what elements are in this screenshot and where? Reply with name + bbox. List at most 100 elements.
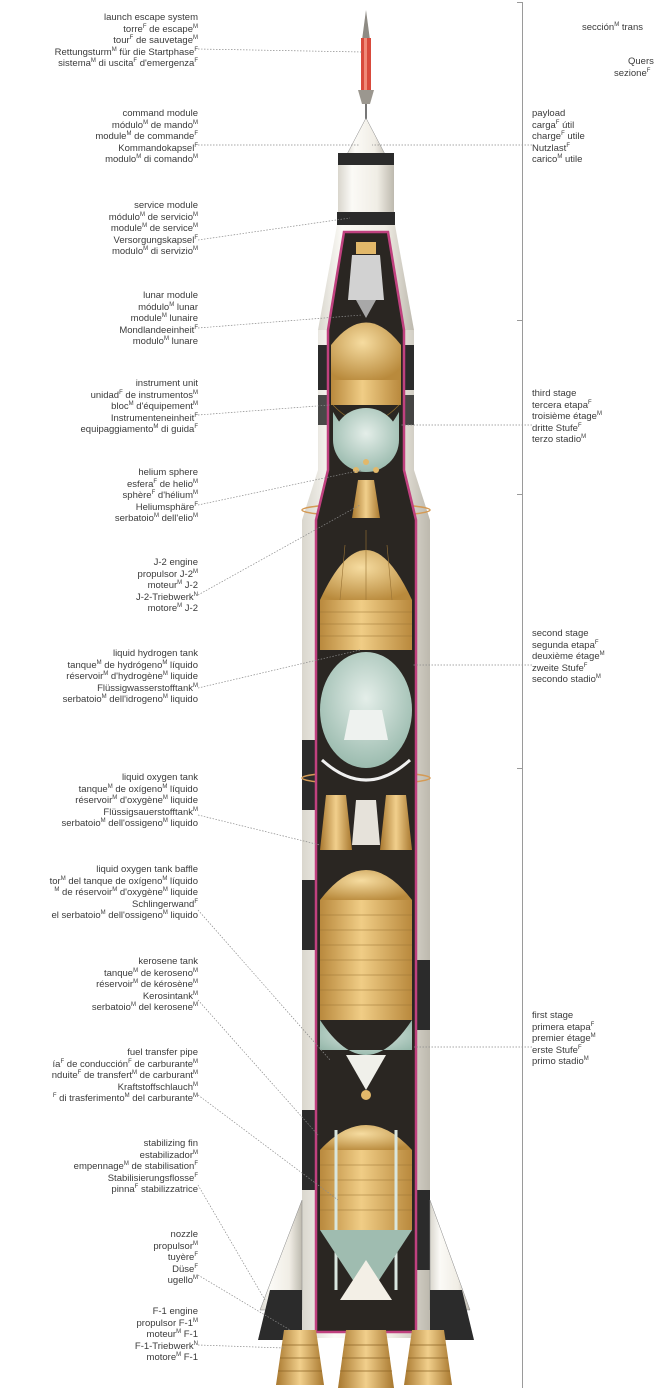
term-text: bloc — [111, 401, 128, 412]
label-line: esferaF de helioM — [115, 479, 198, 491]
term-text: second stage — [532, 628, 589, 639]
gender-marker: M — [193, 967, 198, 973]
gender-marker: M — [193, 1002, 198, 1008]
label-line: serbatoioM del keroseneM — [92, 1002, 198, 1014]
gender-marker: F — [194, 1173, 198, 1179]
gender-marker: M — [193, 389, 198, 395]
gender-marker: M — [193, 683, 198, 689]
term-text: d'oxygène — [117, 887, 163, 898]
term-text: secondo stadio — [532, 674, 596, 685]
label-line: service module — [109, 200, 198, 212]
gender-marker: F — [194, 502, 198, 508]
gender-marker: F — [194, 143, 198, 149]
term-text: tanque — [79, 784, 108, 795]
term-text: propulsor F-1 — [137, 1318, 194, 1329]
label-line: torreF de escapeM — [55, 24, 198, 36]
label-line: chargeF utile — [532, 131, 585, 143]
term-text: di servizio — [148, 246, 193, 257]
label-line: ugelloM — [153, 1275, 198, 1287]
gender-marker: M — [193, 1058, 198, 1064]
label-line: tuyèreF — [153, 1252, 198, 1264]
term-text: de oxígeno — [113, 784, 163, 795]
term-text: lunar — [174, 302, 198, 313]
term-text: launch escape system — [104, 12, 198, 23]
label-kerosene-tank: kerosene tanktanqueM de kerosenoMréservo… — [92, 956, 198, 1014]
label-line: tercera etapaF — [532, 400, 602, 412]
label-line: moduloM di comandoM — [95, 154, 198, 166]
label-line: pinnaF stabilizzatrice — [74, 1184, 198, 1196]
term-text: de keroseno — [138, 968, 193, 979]
term-text: de escape — [147, 24, 193, 35]
term-text: de kérosène — [138, 979, 193, 990]
term-text: nduite — [52, 1070, 78, 1081]
term-text: liquido — [168, 910, 198, 921]
label-line: tourF de sauvetageM — [55, 35, 198, 47]
label-line: moduloM di servizioM — [109, 246, 198, 258]
gender-marker: M — [584, 1056, 589, 1062]
label-line: KraftstoffschlauchM — [52, 1082, 198, 1094]
cross-section-header-it: sezioneF — [614, 68, 650, 80]
gender-marker: M — [193, 1093, 198, 1099]
label-line: dritte StufeF — [532, 423, 602, 435]
label-line: M de réservoirM d'oxygèneM liquide — [50, 887, 198, 899]
label-nozzle: nozzlepropulsorMtuyèreFDüseFugelloM — [153, 1229, 198, 1287]
term-text: de carburant — [137, 1070, 193, 1081]
gender-marker: M — [193, 1317, 198, 1323]
gender-marker: M — [193, 568, 198, 574]
gender-marker: M — [193, 1082, 198, 1088]
term-text: payload — [532, 108, 565, 119]
label-launch-escape: launch escape systemtorreF de escapeMtou… — [55, 12, 198, 70]
label-line: liquid oxygen tank baffle — [50, 864, 198, 876]
stage-bracket — [522, 2, 525, 1388]
label-line: motoreM F-1 — [135, 1352, 198, 1364]
term-text: dell'idrogeno — [107, 694, 163, 705]
term-text: module — [131, 313, 162, 324]
label-helium-sphere: helium sphereesferaF de helioMsphèreF d'… — [115, 467, 198, 525]
label-line: serbatoioM dell'idrogenoM liquido — [63, 694, 198, 706]
term-text: modulo — [105, 154, 136, 165]
term-text: di uscita — [96, 58, 134, 69]
term-text: útil — [559, 120, 574, 131]
label-line: unidadF de instrumentosM — [81, 390, 199, 402]
label-service-module: service modulemóduloM de servicioMmodule… — [109, 200, 198, 258]
bracket-tick — [517, 2, 523, 3]
launch-escape-tower — [358, 10, 374, 120]
gender-marker: F — [578, 1045, 582, 1051]
term-text: módulo — [109, 212, 140, 223]
label-lunar-module: lunar modulemóduloM lunarmoduleM lunaire… — [119, 290, 198, 348]
term-text: segunda etapa — [532, 640, 595, 651]
term-text: liquid oxygen tank baffle — [96, 864, 198, 875]
term-text: de carburante — [132, 1059, 193, 1070]
term-text: dell'ossigeno — [106, 910, 163, 921]
label-line: second stage — [532, 628, 605, 640]
gender-marker: F — [566, 143, 570, 149]
label-line: troisième étageM — [532, 411, 602, 423]
label-third-stage: third stagetercera etapaFtroisième étage… — [532, 388, 602, 446]
term-text: d'oxygène — [117, 795, 163, 806]
term-text: lunare — [169, 336, 198, 347]
term-text: F-1 — [181, 1329, 198, 1340]
term-text: F-1 — [181, 1352, 198, 1363]
gender-marker: F — [595, 639, 599, 645]
gender-marker: F — [588, 399, 592, 405]
label-line: moduleM de commandeF — [95, 131, 198, 143]
term-text: Kerosintank — [143, 991, 193, 1002]
label-instrument-unit: instrument unitunidadF de instrumentosMb… — [81, 378, 199, 436]
term-text: módulo — [112, 120, 143, 131]
gender-marker: F — [578, 423, 582, 429]
term-text: serbatoio — [62, 818, 101, 829]
term-text: Instrumenteneinheit — [111, 413, 194, 424]
label-line: liquid oxygen tank — [62, 772, 198, 784]
label-line: tanqueM de hydrógenoM líquido — [63, 660, 198, 672]
gender-marker: M — [193, 1149, 198, 1155]
gender-marker: F — [194, 1264, 198, 1270]
term-text: stabilizzatrice — [138, 1184, 198, 1195]
gender-marker: M — [596, 674, 601, 680]
label-line: J-2 engine — [136, 557, 198, 569]
term-text: torre — [123, 24, 143, 35]
term-text: Stabilisierungsflosse — [108, 1173, 195, 1184]
term-text: Flüssigsauerstofftank — [103, 807, 193, 818]
term-text: moteur — [147, 1329, 177, 1340]
term-text: estabilizador — [140, 1150, 193, 1161]
label-line: tanqueM de kerosenoM — [92, 968, 198, 980]
